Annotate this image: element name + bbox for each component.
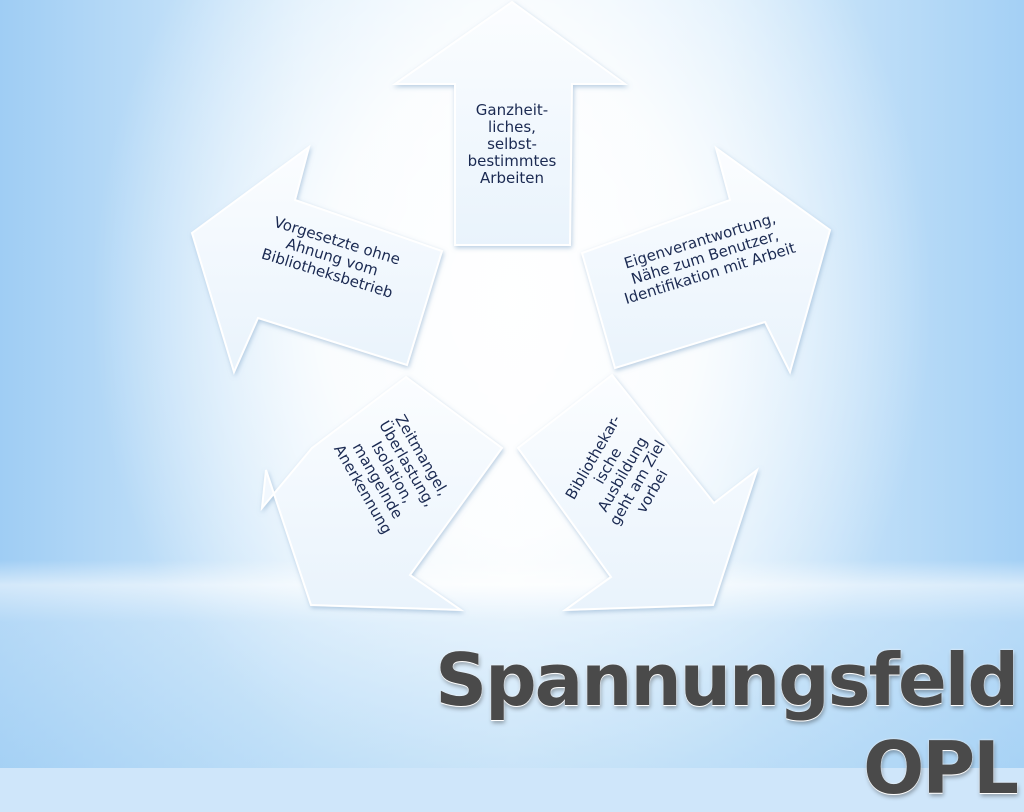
arrow-right-shape xyxy=(580,145,832,375)
arrow-top-shape xyxy=(391,0,629,246)
arrow-bottom-right-shape xyxy=(516,373,759,612)
slide-title: Spannungsfeld OPL xyxy=(435,638,1019,810)
pentagon-arrow-diagram xyxy=(190,0,832,612)
floor-reflection xyxy=(0,560,1024,768)
arrow-bottom-left-shape xyxy=(260,375,504,612)
arrow-top-label: Ganzheit- liches, selbst- bestimmtes Arb… xyxy=(467,101,557,187)
arrow-left-shape xyxy=(190,144,444,375)
